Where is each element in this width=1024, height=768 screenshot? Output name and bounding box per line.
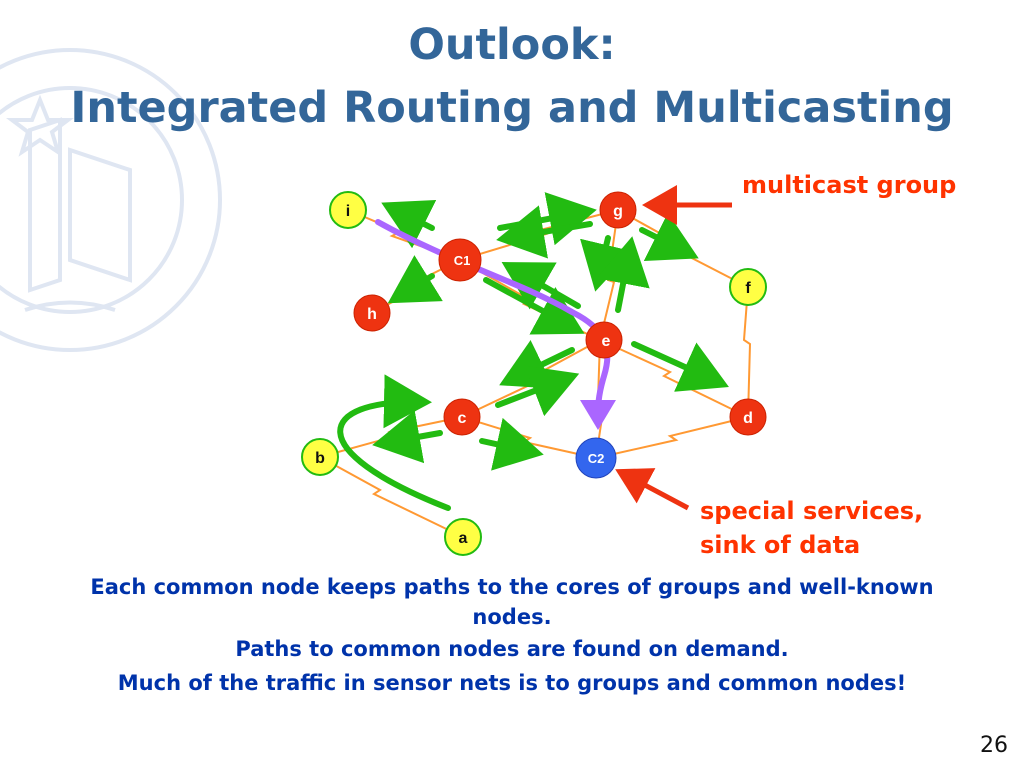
arrow-g-to-f <box>639 212 699 262</box>
special-services-pointer <box>615 468 690 511</box>
arrow-from-g <box>496 205 593 259</box>
special-services-label-line-1: special services, <box>700 497 924 525</box>
wireless-links <box>319 209 752 538</box>
link-e-d <box>599 339 749 418</box>
arrow-a-to-c <box>337 374 451 511</box>
routing-arrows <box>337 192 729 511</box>
node-g: g <box>599 191 637 229</box>
multicast-group-label: multicast group <box>742 171 957 199</box>
node-a-label: a <box>459 530 468 547</box>
special-services-label-line-2: sink of data <box>700 531 861 559</box>
node-c: c <box>443 398 481 436</box>
node-d-label: d <box>743 410 753 427</box>
arrow-e-to-c <box>499 340 575 389</box>
node-i: i <box>329 191 367 229</box>
link-b-a <box>319 456 464 538</box>
arrow-g-to-e <box>580 235 633 292</box>
link-d-c2 <box>595 416 749 459</box>
title-line-1: Outlook: <box>408 20 616 70</box>
arrow-c-to-e <box>495 365 580 417</box>
node-d: d <box>729 398 767 436</box>
arrow-c-to-b <box>372 410 443 464</box>
node-h: h <box>353 294 391 332</box>
university-seal-icon <box>0 48 222 352</box>
link-f-d <box>742 286 752 418</box>
node-a: a <box>444 518 482 556</box>
page-number: 26 <box>980 733 1008 758</box>
node-i-label: i <box>346 203 350 220</box>
node-c1: C1 <box>438 238 482 282</box>
body-text-line-3: Paths to common nodes are found on deman… <box>235 637 789 661</box>
node-b: b <box>301 438 339 476</box>
node-e-label: e <box>602 333 611 350</box>
arrow-e-to-d <box>631 341 729 392</box>
node-f-label: f <box>745 280 751 297</box>
node-g-label: g <box>613 203 623 220</box>
arrow-c-to-c2 <box>479 417 544 471</box>
route-path-i-to-c2 <box>375 219 617 430</box>
arrow-c1-to-i <box>381 199 437 249</box>
node-c2-label: C2 <box>588 451 605 466</box>
node-b-label: b <box>315 450 325 467</box>
arrow-c1-to-h <box>387 255 443 304</box>
body-text-line-4: Much of the traffic in sensor nets is to… <box>117 671 907 695</box>
node-c-label: c <box>458 410 467 427</box>
arrow-e-to-g <box>596 236 650 313</box>
body-text-line-2: nodes. <box>472 605 552 629</box>
body-text-line-1: Each common node keeps paths to the core… <box>90 575 934 599</box>
arrow-c1-to-e <box>483 277 585 335</box>
node-c1-label: C1 <box>454 253 471 268</box>
node-c2: C2 <box>575 437 617 479</box>
node-e: e <box>585 321 623 359</box>
node-h-label: h <box>367 306 377 323</box>
title-line-2: Integrated Routing and Multicasting <box>70 83 954 133</box>
link-e-c <box>461 339 601 418</box>
node-f: f <box>729 268 767 306</box>
link-g-e <box>599 209 619 341</box>
